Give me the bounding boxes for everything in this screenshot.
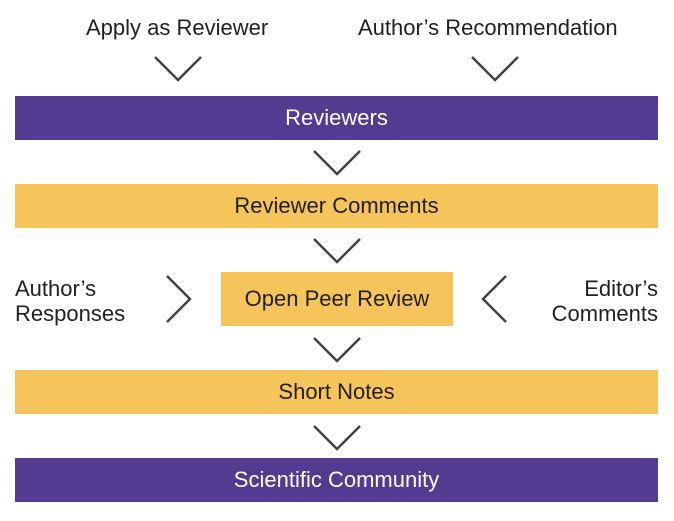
- short-notes-label: Short Notes: [278, 379, 395, 404]
- open-peer-review-label: Open Peer Review: [244, 286, 430, 311]
- reviewers-label: Reviewers: [285, 105, 388, 130]
- chevron-down-icon-reviewer-comments: [313, 238, 361, 264]
- short-notes-band: Short Notes: [15, 370, 658, 414]
- chevron-down-icon-short-notes: [313, 425, 361, 451]
- chevron-left-icon-editors-comments: [481, 275, 507, 323]
- apply-as-reviewer-label: Apply as Reviewer: [86, 15, 269, 40]
- reviewers-band: Reviewers: [15, 96, 658, 140]
- authors-responses-line1: Author’s: [15, 276, 97, 301]
- authors-responses-label: Author’s Responses: [15, 276, 125, 326]
- editors-comments-line2: Comments: [551, 301, 658, 326]
- scientific-community-band: Scientific Community: [15, 458, 658, 502]
- authors-recommendation-label: Author’s Recommendation: [358, 15, 618, 40]
- authors-responses-line2: Responses: [15, 301, 126, 326]
- chevron-down-icon-recommendation: [471, 56, 519, 82]
- reviewer-comments-band: Reviewer Comments: [15, 184, 658, 228]
- reviewer-comments-label: Reviewer Comments: [234, 193, 439, 218]
- chevron-right-icon-authors-responses: [166, 275, 192, 323]
- editors-comments-line1: Editor’s: [584, 276, 658, 301]
- editors-comments-label: Editor’s Comments: [552, 276, 658, 326]
- chevron-down-icon-open-peer-review: [313, 337, 361, 363]
- chevron-down-icon-reviewers: [313, 150, 361, 176]
- scientific-community-label: Scientific Community: [233, 467, 440, 492]
- open-peer-review-box: Open Peer Review: [221, 272, 453, 326]
- chevron-down-icon-apply: [154, 56, 202, 82]
